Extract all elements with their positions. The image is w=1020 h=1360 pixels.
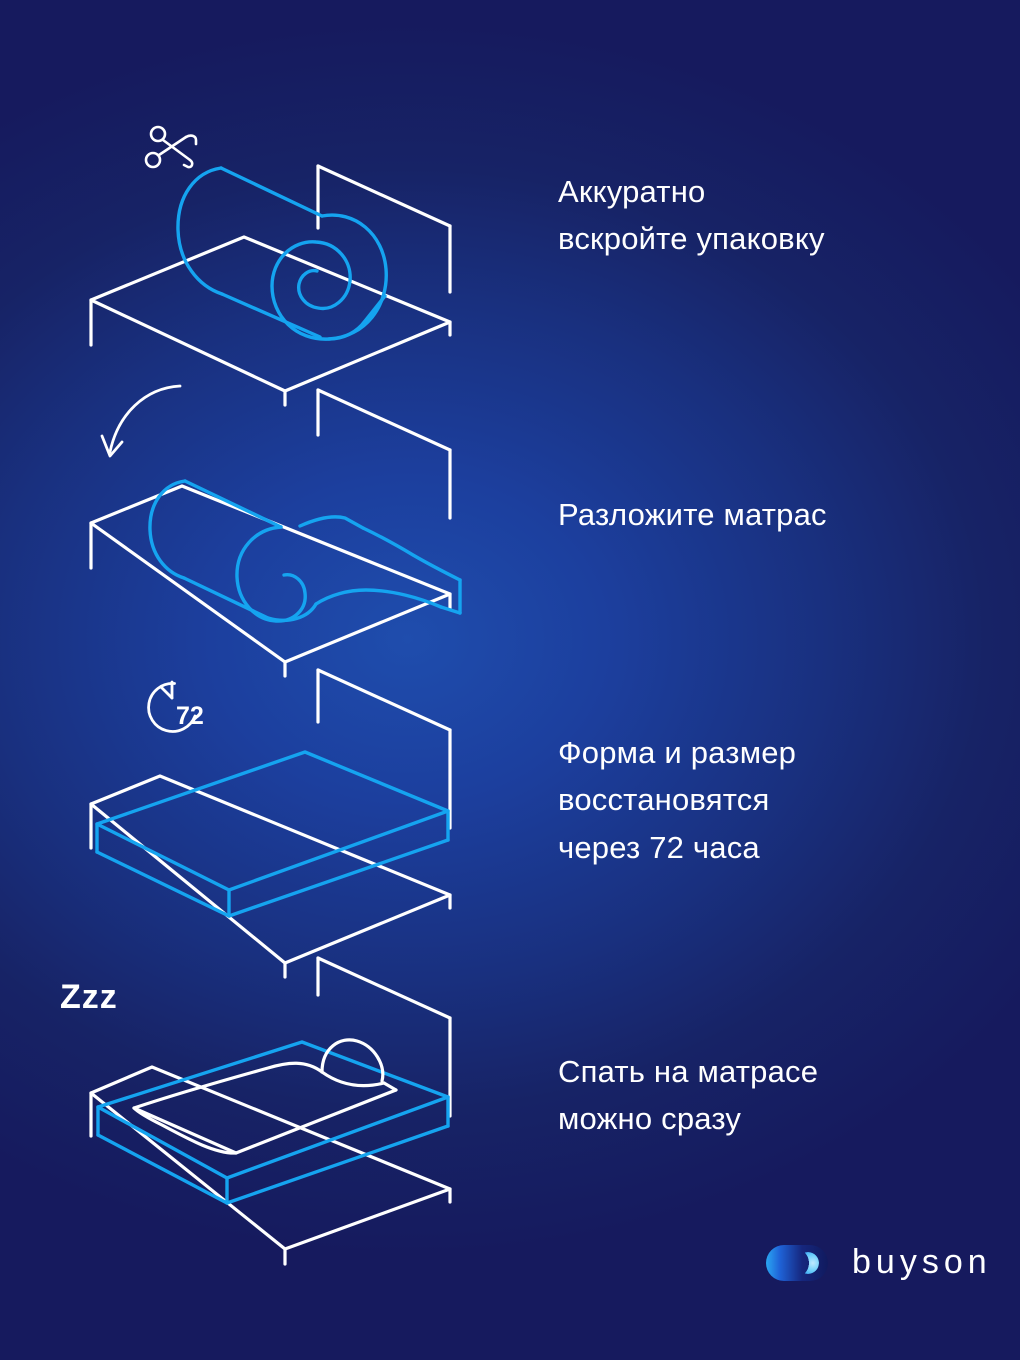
step4-illustration-svg: Zzz bbox=[60, 956, 452, 1266]
brand-logo[interactable]: buyson bbox=[766, 1243, 992, 1282]
illustration-flat-mattress-on-bed: 72 bbox=[0, 650, 520, 979]
illustration-unrolling-mattress-on-bed bbox=[0, 370, 520, 678]
step-text-cell-3: Форма и размер восстановятся через 72 ча… bbox=[520, 729, 1020, 870]
step-text-cell-1: Аккуратно вскройте упаковку bbox=[520, 168, 1020, 262]
step3-illustration-svg: 72 bbox=[89, 668, 452, 979]
pillow bbox=[320, 1038, 385, 1083]
bed-headboard bbox=[316, 388, 452, 520]
step-row-1: Аккуратно вскройте упаковку bbox=[0, 50, 1020, 407]
step-label-4: Спать на матрасе можно сразу bbox=[558, 1053, 819, 1136]
clock-icon: 72 bbox=[147, 680, 204, 733]
crescent-moon-icon bbox=[797, 1251, 819, 1274]
step1-illustration-svg bbox=[89, 125, 452, 407]
step-text-cell-2: Разложите матрас bbox=[520, 491, 1020, 538]
sleep-badge-label: Zzz bbox=[60, 978, 118, 1016]
unrolling-mattress bbox=[148, 479, 462, 623]
bed-frame-base bbox=[89, 235, 452, 407]
step-row-3: 72 Форма и размер восстановятся через 72… bbox=[0, 650, 1020, 979]
step-row-4: Zzz Спать на матрасе можно сразу bbox=[0, 950, 1020, 1266]
bed-frame-base bbox=[89, 484, 452, 678]
illustration-made-bed-with-pillow: Zzz bbox=[0, 950, 520, 1266]
step-label-1: Аккуратно вскройте упаковку bbox=[558, 173, 825, 256]
bed-headboard bbox=[316, 956, 452, 1118]
moon-in-pill-icon bbox=[766, 1244, 828, 1281]
clock-badge-value: 72 bbox=[176, 702, 204, 730]
step-label-3: Форма и размер восстановятся через 72 ча… bbox=[558, 735, 797, 865]
step-label-2: Разложите матрас bbox=[558, 497, 827, 533]
bed-headboard bbox=[316, 668, 452, 830]
flat-mattress bbox=[95, 750, 450, 918]
step-text-cell-4: Спать на матрасе можно сразу bbox=[520, 1048, 1020, 1142]
bed-frame-base bbox=[89, 1065, 452, 1266]
step-row-2: Разложите матрас bbox=[0, 370, 1020, 678]
illustration-rolled-mattress-on-bed bbox=[0, 50, 520, 407]
step2-illustration-svg bbox=[89, 384, 462, 678]
blanket-outline bbox=[132, 1061, 398, 1155]
rolled-mattress bbox=[176, 166, 388, 341]
brand-name: buyson bbox=[852, 1243, 992, 1281]
scissors-icon bbox=[144, 125, 198, 169]
bed-headboard bbox=[316, 164, 452, 294]
mattress-slab bbox=[96, 1040, 450, 1205]
curved-arrow-icon bbox=[100, 384, 182, 458]
